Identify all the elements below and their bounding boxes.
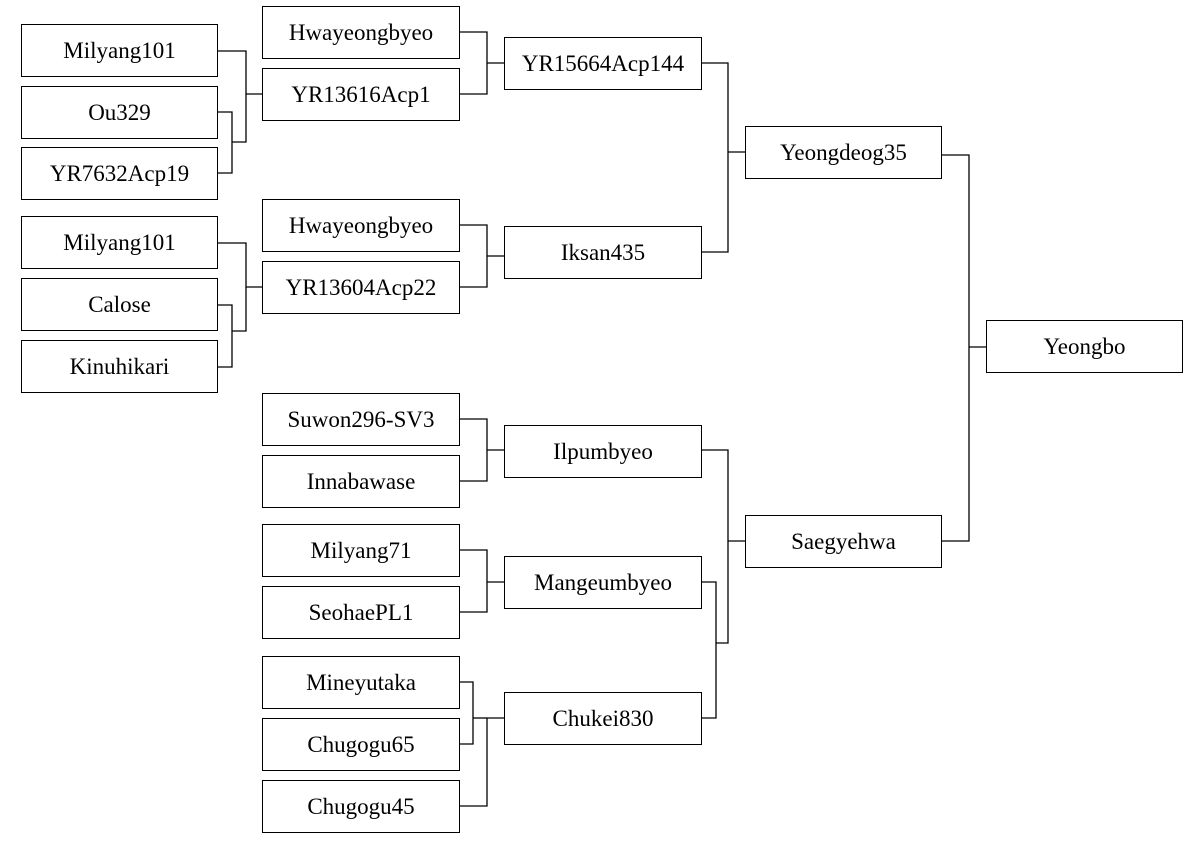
node-yeongdeog35: Yeongdeog35	[745, 126, 942, 179]
node-yr15664acp144: YR15664Acp144	[504, 37, 702, 90]
node-yr7632acp19: YR7632Acp19	[21, 147, 218, 200]
connector-cross-saegyehwa	[716, 541, 729, 644]
connector-calose-kinuhikari	[218, 304, 233, 368]
node-milyang101-b: Milyang101	[21, 216, 218, 269]
node-yr13616acp1: YR13616Acp1	[262, 68, 460, 121]
connector-yr15664-parents	[460, 31, 488, 95]
connector-milyang101-yr13616	[218, 50, 262, 95]
connector-ilpumbyeo-saegyehwa	[702, 449, 745, 542]
node-chugogu65: Chugogu65	[262, 718, 460, 771]
connector-yeongdeog35-parents	[702, 62, 729, 253]
node-hwayeongbyeo-b: Hwayeongbyeo	[262, 199, 460, 252]
connector-cross-yr13604	[232, 287, 247, 332]
node-milyang71: Milyang71	[262, 524, 460, 577]
node-ilpumbyeo: Ilpumbyeo	[504, 425, 702, 478]
node-yr13604acp22: YR13604Acp22	[262, 261, 460, 314]
node-suwon296-sv3: Suwon296-SV3	[262, 393, 460, 446]
connector-ilpumbyeo-parents	[460, 418, 488, 482]
node-milyang101-a: Milyang101	[21, 24, 218, 77]
connector-mangeumbyeo-parents	[460, 549, 488, 613]
node-yeongbo: Yeongbo	[986, 320, 1183, 373]
connector-ou329-yr7632	[218, 111, 233, 174]
node-mineyutaka: Mineyutaka	[262, 656, 460, 709]
node-innabawase: Innabawase	[262, 455, 460, 508]
node-ou329: Ou329	[21, 86, 218, 139]
connector-mangeumbyeo-chukei830	[702, 581, 717, 719]
node-seohaepl1: SeohaePL1	[262, 586, 460, 639]
connector-iksan435-parents	[460, 224, 488, 288]
node-kinuhikari: Kinuhikari	[21, 340, 218, 393]
connector-cross-yr13616	[232, 94, 247, 143]
node-chukei830: Chukei830	[504, 692, 702, 745]
node-mangeumbyeo: Mangeumbyeo	[504, 556, 702, 609]
connector-yeongbo-parents	[942, 154, 970, 542]
connector-mineyutaka-chugogu65	[460, 681, 474, 745]
node-saegyehwa: Saegyehwa	[745, 515, 942, 568]
node-hwayeongbyeo-a: Hwayeongbyeo	[262, 6, 460, 59]
node-iksan435: Iksan435	[504, 226, 702, 279]
connector-chugogu45-chukei830	[460, 717, 504, 807]
node-calose: Calose	[21, 278, 218, 331]
node-chugogu45: Chugogu45	[262, 780, 460, 833]
connector-milyang101-yr13604	[218, 242, 262, 288]
